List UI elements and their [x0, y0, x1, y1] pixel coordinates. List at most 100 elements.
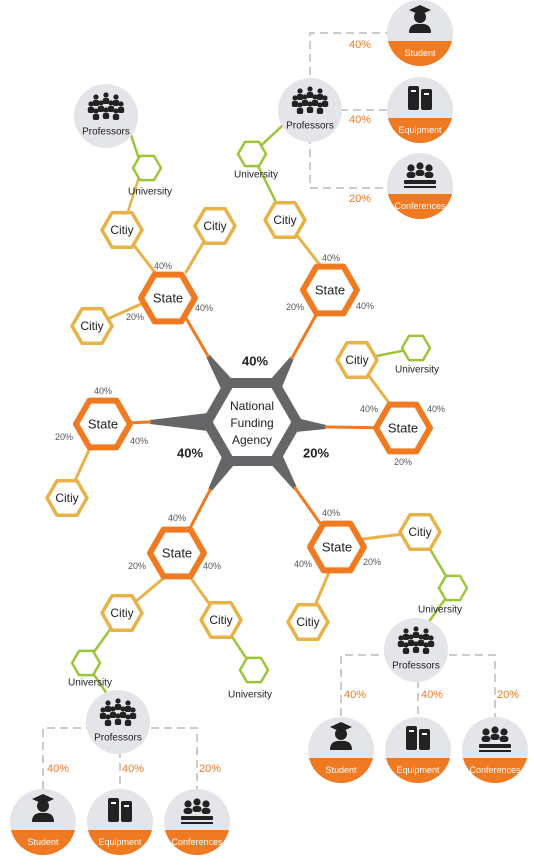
- state-label: State: [162, 546, 192, 561]
- equipment-band: [387, 118, 453, 144]
- state-percent: 20%: [286, 302, 304, 312]
- university-node: [238, 656, 270, 684]
- city-node: [199, 600, 243, 640]
- hub-spike: [150, 412, 217, 432]
- city-label: Citiy: [55, 491, 78, 505]
- university-label: University: [418, 605, 462, 616]
- conference-icon: [479, 726, 511, 752]
- city-label: Citiy: [110, 223, 133, 237]
- state-label: State: [315, 283, 345, 298]
- center-label-line: Funding: [230, 416, 273, 430]
- state-percent: 40%: [130, 436, 148, 446]
- university-node: [400, 334, 432, 362]
- city-node: [398, 512, 442, 552]
- conferences-band: [164, 830, 230, 856]
- fund-percent: 40%: [349, 114, 371, 126]
- equipment-icon: [408, 86, 432, 110]
- city-node: [193, 206, 237, 246]
- fund-percent: 20%: [199, 763, 221, 775]
- equipment-label: Equipment: [396, 765, 440, 775]
- university-node: [70, 649, 102, 677]
- center-label-line: National: [230, 399, 274, 413]
- city-label: Citiy: [408, 525, 431, 539]
- university-node: [437, 574, 469, 602]
- state-percent: 40%: [294, 559, 312, 569]
- state-node: [147, 526, 207, 580]
- city-label: Citiy: [203, 219, 226, 233]
- fund-percent: 20%: [497, 689, 519, 701]
- city-node: [263, 200, 307, 240]
- graduate-icon: [32, 794, 54, 822]
- main-percent: 40%: [242, 354, 268, 369]
- main-percent: 20%: [303, 446, 329, 461]
- state-node: [307, 520, 367, 574]
- university-label: University: [228, 690, 272, 701]
- graduate-icon: [409, 5, 431, 33]
- state-percent: 20%: [394, 457, 412, 467]
- center-label-line: Agency: [232, 433, 272, 447]
- city-label: Citiy: [110, 606, 133, 620]
- conferences-band: [462, 758, 528, 784]
- student-label: Student: [27, 837, 59, 847]
- city-node: [100, 210, 144, 250]
- student-band: [10, 830, 76, 856]
- node-layer: [10, 0, 528, 856]
- university-label: University: [395, 365, 439, 376]
- equipment-label: Equipment: [98, 837, 142, 847]
- conference-icon: [404, 162, 436, 188]
- state-percent: 40%: [94, 386, 112, 396]
- state-percent: 20%: [128, 561, 146, 571]
- university-node: [236, 140, 268, 168]
- city-label: Citiy: [80, 319, 103, 333]
- conferences-label: Conferences: [469, 765, 521, 775]
- state-node: [138, 271, 198, 325]
- university-label: University: [128, 187, 172, 198]
- fund-percent: 20%: [349, 193, 371, 205]
- student-label: Student: [325, 765, 357, 775]
- city-node: [45, 478, 89, 518]
- state-percent: 40%: [203, 561, 221, 571]
- city-label: Citiy: [209, 613, 232, 627]
- state-node: [73, 397, 133, 451]
- group-icon: [291, 86, 329, 114]
- city-label: Citiy: [345, 353, 368, 367]
- equipment-icon: [406, 726, 430, 750]
- city-label: Citiy: [296, 615, 319, 629]
- state-percent: 40%: [427, 404, 445, 414]
- equipment-band: [87, 830, 153, 856]
- state-percent: 20%: [126, 312, 144, 322]
- student-label: Student: [404, 48, 436, 58]
- main-percent: 40%: [177, 446, 203, 461]
- fund-percent: 40%: [344, 689, 366, 701]
- state-percent: 40%: [322, 253, 340, 263]
- city-node: [100, 593, 144, 633]
- equipment-label: Equipment: [398, 125, 442, 135]
- state-label: State: [388, 421, 418, 436]
- city-label: Citiy: [273, 213, 296, 227]
- fund-percent: 40%: [47, 763, 69, 775]
- university-node: [131, 154, 163, 182]
- fund-percent: 40%: [122, 763, 144, 775]
- professors-label: Professors: [392, 661, 440, 672]
- city-node: [70, 306, 114, 346]
- student-band: [308, 758, 374, 784]
- state-node: [300, 263, 360, 317]
- conferences-label: Conferences: [394, 201, 446, 211]
- state-node: [373, 401, 433, 455]
- state-label: State: [88, 417, 118, 432]
- national-funding-agency-node: [202, 378, 302, 466]
- equipment-icon: [108, 798, 132, 822]
- conferences-label: Conferences: [171, 837, 223, 847]
- group-icon: [87, 92, 125, 120]
- professors-label: Professors: [82, 127, 130, 138]
- student-band: [387, 41, 453, 67]
- state-percent: 40%: [356, 301, 374, 311]
- state-percent: 40%: [154, 261, 172, 271]
- university-label: University: [68, 678, 112, 689]
- state-percent: 20%: [363, 557, 381, 567]
- fund-percent: 40%: [421, 689, 443, 701]
- state-percent: 20%: [55, 432, 73, 442]
- city-node: [335, 340, 379, 380]
